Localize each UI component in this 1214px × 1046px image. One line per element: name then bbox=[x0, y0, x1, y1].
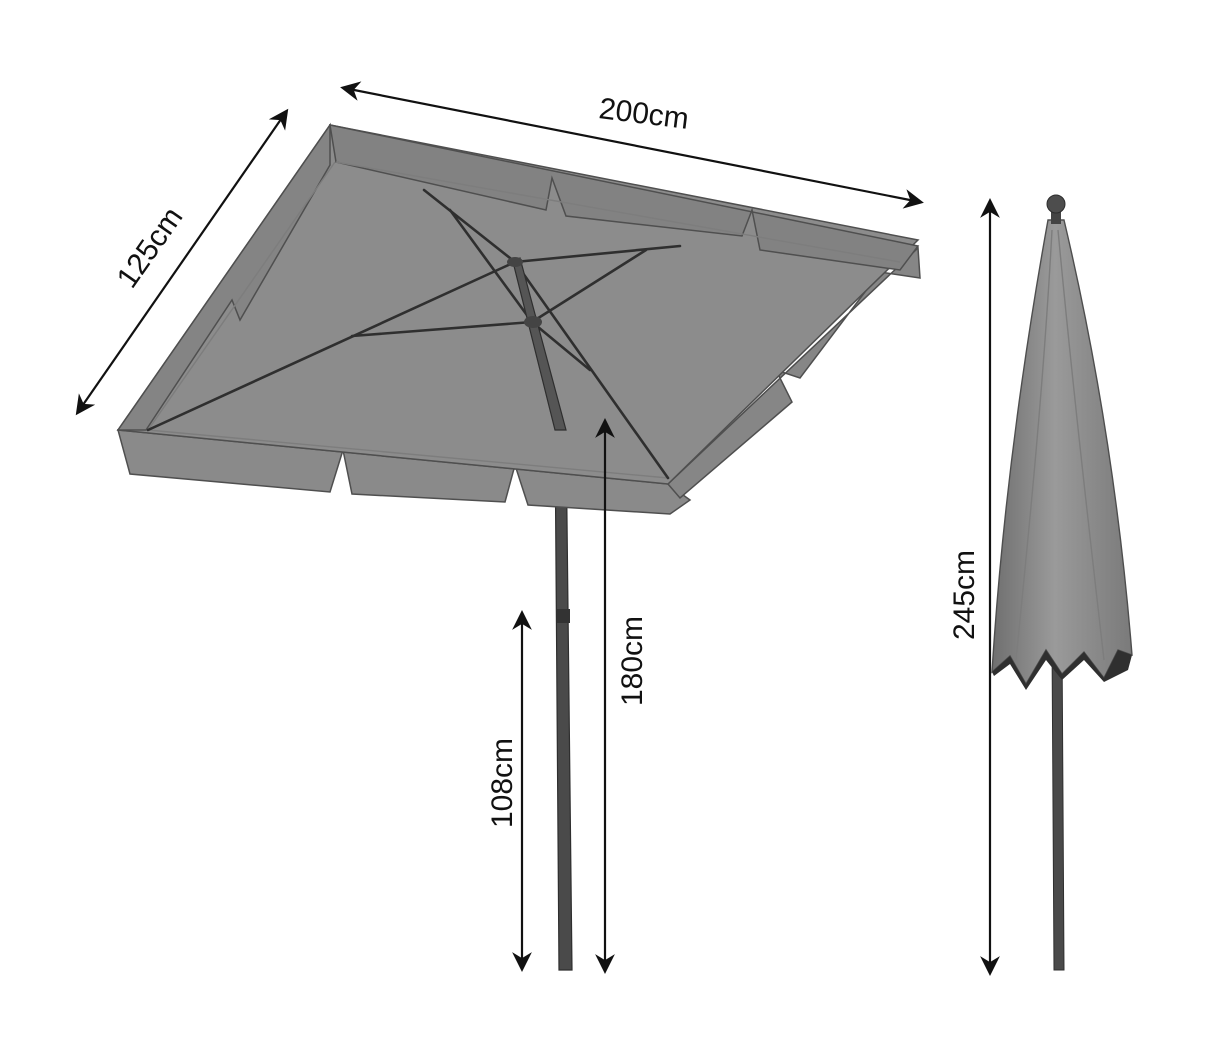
crank-height-label: 108cm bbox=[486, 738, 519, 828]
closed-umbrella bbox=[991, 194, 1133, 971]
closed-umbrella-canopy bbox=[991, 219, 1133, 686]
width-label: 200cm bbox=[597, 92, 690, 136]
open-umbrella-pole bbox=[554, 429, 573, 971]
canopy-right-valance bbox=[666, 246, 921, 500]
canopy-height-label: 180cm bbox=[616, 616, 649, 706]
dimension-lines bbox=[75, 81, 1000, 976]
closed-umbrella-underside bbox=[992, 650, 1132, 690]
finial-icon bbox=[1046, 194, 1066, 224]
canopy-hub-runner bbox=[524, 316, 542, 328]
canopy-hub-top bbox=[507, 257, 523, 267]
depth-label: 125cm bbox=[111, 201, 190, 294]
closed-umbrella-pole bbox=[1051, 639, 1065, 971]
width-dimension-arrow bbox=[340, 81, 924, 209]
open-umbrella-canopy bbox=[116, 122, 921, 515]
open-umbrella bbox=[116, 122, 921, 971]
crank-handle bbox=[557, 609, 570, 623]
depth-dimension-arrow bbox=[75, 108, 289, 416]
canopy-front-valance bbox=[116, 429, 692, 515]
closed-height-label: 245cm bbox=[948, 550, 981, 640]
